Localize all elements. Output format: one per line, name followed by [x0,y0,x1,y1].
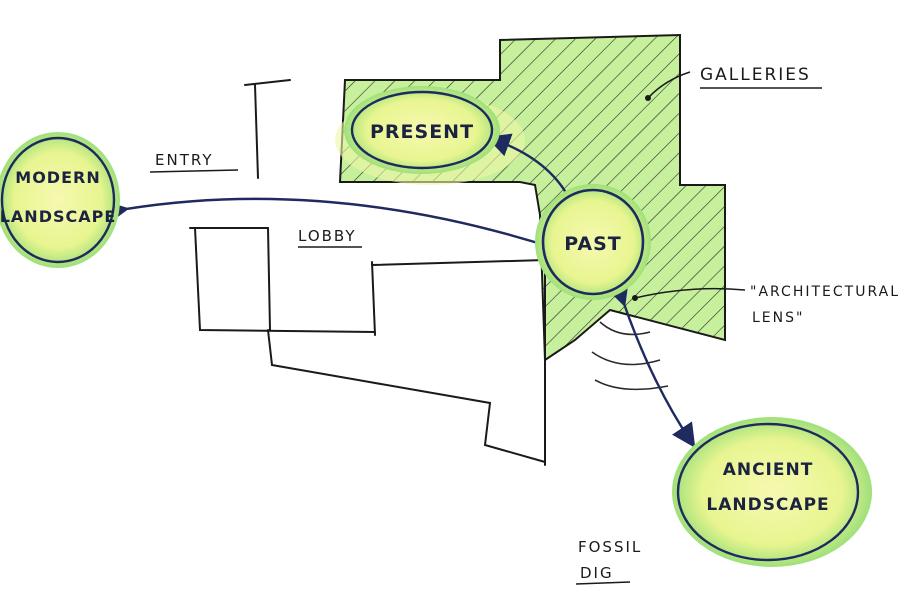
entry-label: ENTRY [155,151,214,169]
galleries-leader-dot [645,95,651,101]
arrow-past-to-ancient [605,280,696,448]
modern-landscape-label-1: MODERN [15,168,100,187]
fossil-dig-underline [575,581,631,585]
fossil-dig-label-1: FOSSIL [578,538,642,556]
node-ancient-landscape: ANCIENT LANDSCAPE [672,417,872,567]
leader-lines [634,71,746,299]
ancient-landscape-label-1: ANCIENT [723,460,814,480]
entry-underline [149,169,239,173]
architectural-lens-label-2: LENS" [752,310,804,326]
modern-landscape-label-2: LANDSCAPE [0,207,116,226]
lens-leader-dot [632,295,638,301]
galleries-label: GALLERIES [700,65,811,85]
arrow-modern-to-past [103,197,570,257]
present-label: PRESENT [370,121,474,143]
node-modern-landscape: MODERN LANDSCAPE [0,132,120,268]
lobby-label: LOBBY [298,227,357,245]
galleries-zone [338,33,726,362]
past-label: PAST [564,233,622,255]
node-present: PRESENT [344,86,500,174]
node-past: PAST [535,184,651,300]
fossil-dig-label-2: DIG [580,564,614,582]
ancient-landscape-label-2: LANDSCAPE [706,495,829,515]
architectural-lens-label-1: "ARCHITECTURAL [750,284,900,300]
